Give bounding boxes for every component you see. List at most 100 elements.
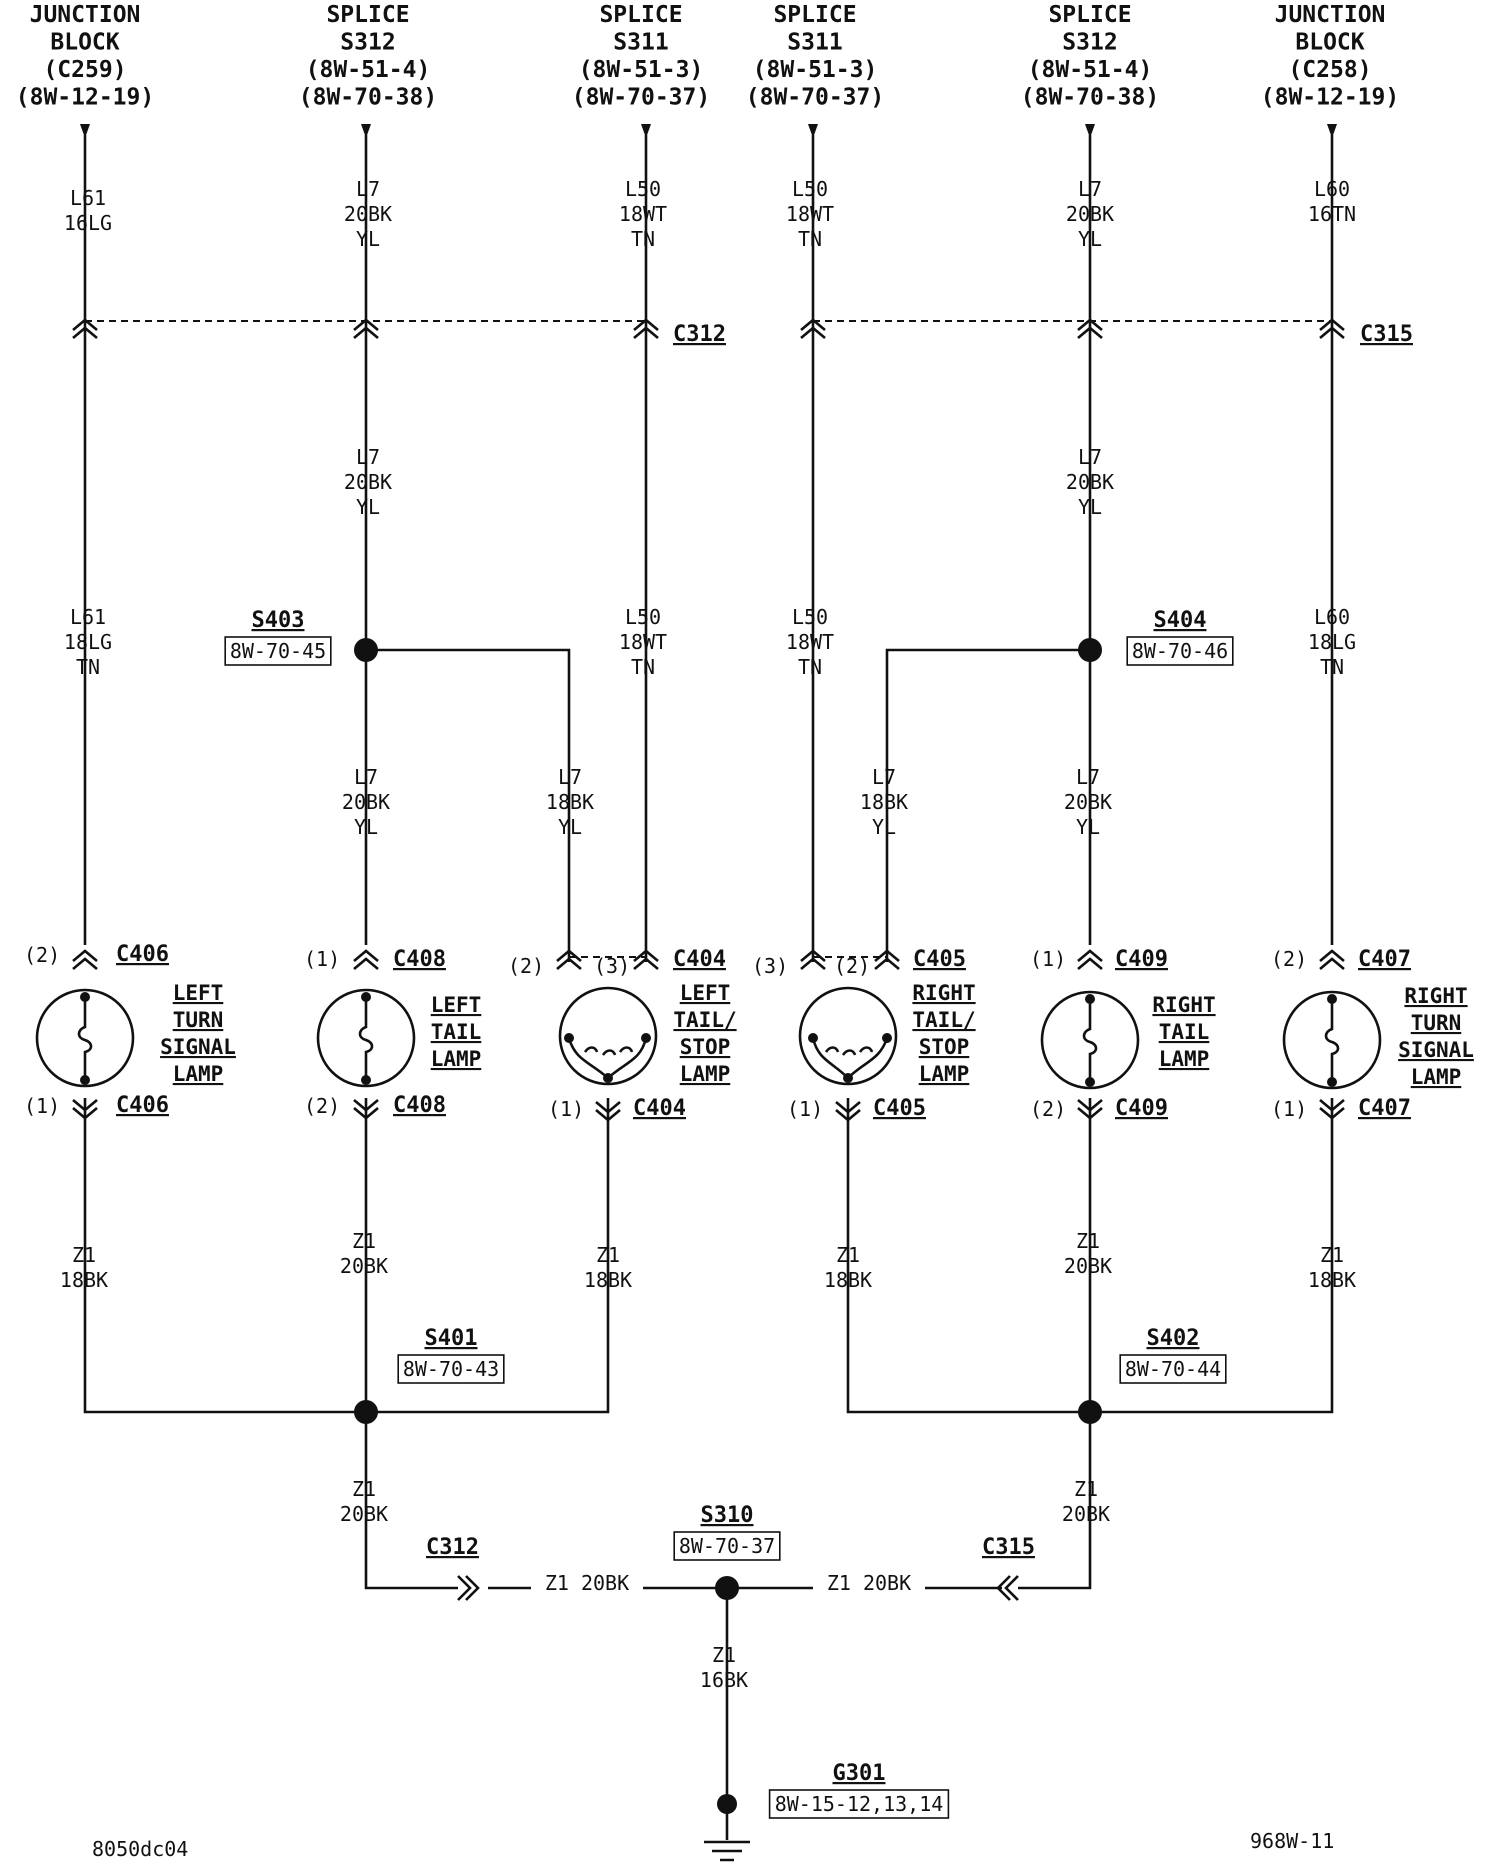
wire-l7-right [1018, 135, 1092, 1590]
wire-l50-left [366, 135, 648, 1414]
wire-label: Z1 [712, 1643, 736, 1667]
inline-wire-labels: Z1 20BK Z1 20BK [531, 1571, 925, 1598]
lamp-label: RIGHT [1152, 993, 1215, 1017]
header-label: (8W-70-38) [299, 85, 437, 111]
connector-chevron [556, 949, 582, 970]
header-label: S311 [613, 30, 668, 56]
lamp-label: TAIL/ [673, 1008, 736, 1032]
connector-chevron [1077, 1099, 1103, 1120]
wire-label: TN [76, 655, 100, 679]
wire-label: 18BK [1308, 1268, 1356, 1292]
wire-label: Z1 [596, 1243, 620, 1267]
lamp-label: LAMP [919, 1062, 970, 1086]
wire-l50-right [811, 135, 1090, 1414]
lamp-label: LAMP [1411, 1065, 1462, 1089]
wire-label: 20BK [1066, 470, 1114, 494]
header-arrows [80, 124, 1337, 138]
wire-label: YL [1078, 227, 1102, 251]
splice-ref-box [673, 1531, 781, 1561]
wire-label: L7 [1076, 765, 1100, 789]
splice-dot-g301 [717, 1794, 737, 1814]
wire-l61 [83, 135, 366, 1414]
wire-label: YL [356, 495, 380, 519]
splice-ref-box [768, 1789, 950, 1819]
splice-ref: 8W-15-12,13,14 [775, 1792, 944, 1816]
lamp-label: SIGNAL [160, 1035, 236, 1059]
splice-dot-s401 [354, 1400, 378, 1424]
wire-label: YL [356, 227, 380, 251]
wire-label: L50 [792, 605, 828, 629]
wire-label: 20BK [344, 470, 392, 494]
wire-label: 20BK [340, 1254, 388, 1278]
connector-label: C315 [982, 1535, 1035, 1560]
splice-name: S404 [1154, 608, 1207, 633]
wire-label: 20BK [340, 1502, 388, 1526]
wire-label: 20BK [1064, 790, 1112, 814]
wire-label: TN [798, 655, 822, 679]
header-label: (8W-70-37) [746, 85, 884, 111]
arrow-junction-c259 [80, 124, 90, 138]
wire-label: YL [354, 815, 378, 839]
wire-label: TN [631, 227, 655, 251]
lamp-label: STOP [680, 1035, 731, 1059]
connector-chevron [1077, 318, 1103, 339]
pin-label: (1) [24, 1094, 60, 1118]
inline-wire-label: Z1 20BK [545, 1571, 629, 1595]
pin-label: (2) [508, 954, 544, 978]
splice-ref-box [397, 1354, 505, 1384]
lamp-label: TAIL [1159, 1020, 1210, 1044]
lamp-label: LAMP [1159, 1047, 1210, 1071]
wire-label: 18BK [860, 790, 908, 814]
wire-label: Z1 [836, 1243, 860, 1267]
lamp-right-turn-signal [1282, 990, 1382, 1090]
header-label: SPLICE [599, 2, 682, 28]
lamp-label: RIGHT [1404, 984, 1467, 1008]
wire-label: 18BK [584, 1268, 632, 1292]
connector-chevron [633, 949, 659, 970]
connector-label: C408 [393, 947, 446, 972]
wire-label: L50 [625, 605, 661, 629]
wire-label: YL [558, 815, 582, 839]
splice-name: G301 [833, 1761, 886, 1786]
footer-code-right: 968W-11 [1250, 1829, 1334, 1853]
wire-label: L61 [70, 186, 106, 210]
header-label: (8W-70-38) [1021, 85, 1159, 111]
connector-chevrons [72, 318, 1345, 1601]
header-label: SPLICE [1048, 2, 1131, 28]
wire-label: L7 [1078, 177, 1102, 201]
wire-label: Z1 [1320, 1243, 1344, 1267]
wire-label: Z1 [352, 1229, 376, 1253]
wire-label: 18LG [64, 630, 112, 654]
pin-label: (2) [304, 1094, 340, 1118]
connector-chevron [633, 318, 659, 339]
connector-chevron [1319, 949, 1345, 970]
connector-label: C409 [1115, 1096, 1168, 1121]
wire-label: 18WT [619, 202, 667, 226]
arrow-splice-s311-left [641, 124, 651, 138]
wire-label: 20BK [344, 202, 392, 226]
wire-l60 [1090, 135, 1334, 1414]
arrow-junction-c258 [1327, 124, 1337, 138]
splice-dot-s404 [1078, 638, 1102, 662]
connector-chevron [353, 318, 379, 339]
connector-chevron [800, 318, 826, 339]
arrow-splice-s312-right [1085, 124, 1095, 138]
wire-label: 18BK [60, 1268, 108, 1292]
connector-chevron [457, 1575, 480, 1601]
splice-dot-s402 [1078, 1400, 1102, 1424]
connector-label: C406 [116, 1093, 169, 1118]
connector-label: C404 [673, 947, 726, 972]
inline-label-bg [531, 1572, 643, 1598]
connector-label: C312 [426, 1535, 479, 1560]
connector-chevron [874, 949, 900, 970]
wire-label: 20BK [342, 790, 390, 814]
wire-s403-branch [366, 648, 571, 962]
splice-dot-s403 [354, 638, 378, 662]
connector-chevron [353, 1099, 379, 1120]
wire-label: 18BK [824, 1268, 872, 1292]
wire-label: L50 [792, 177, 828, 201]
header-label: BLOCK [50, 30, 119, 56]
wire-label: Z1 [1076, 1229, 1100, 1253]
inline-wire-label: Z1 20BK [827, 1571, 911, 1595]
